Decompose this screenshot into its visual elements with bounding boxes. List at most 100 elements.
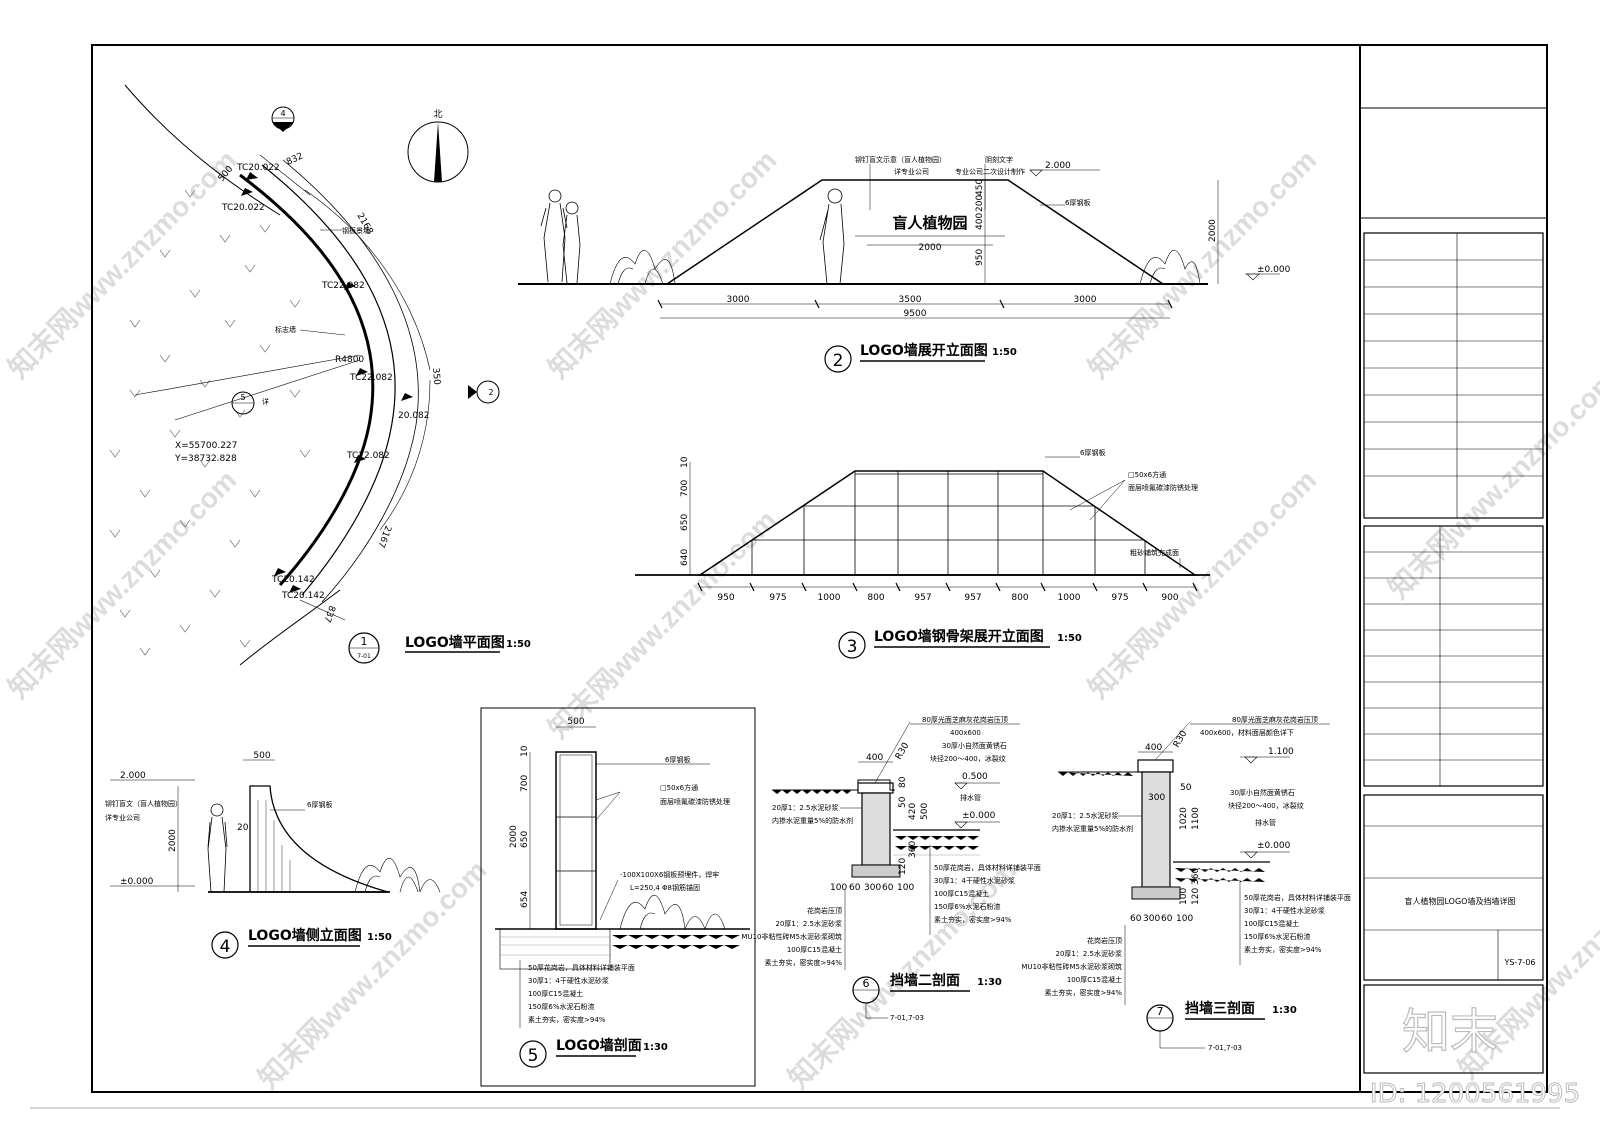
svg-text:800: 800 xyxy=(867,593,884,603)
elev-note: 铆钉盲文示意（盲人植物园） xyxy=(855,155,946,164)
human-figures xyxy=(540,188,845,285)
svg-text:排水管: 排水管 xyxy=(960,793,981,802)
svg-text:420: 420 xyxy=(908,803,918,820)
svg-text:6厚钢板: 6厚钢板 xyxy=(307,800,332,809)
svg-text:20厚1：2.5水泥砂浆: 20厚1：2.5水泥砂浆 xyxy=(776,919,843,928)
wall3-title: 挡墙三剖面 xyxy=(1185,1000,1255,1017)
title-block: 盲人植物园LOGO墙及挡墙详图 YS-7-06 知末 ID: 120056199… xyxy=(1359,45,1581,1110)
watermark-text: 知末网www.znzmo.com xyxy=(1082,463,1323,704)
svg-text:100: 100 xyxy=(1176,914,1193,924)
svg-text:800: 800 xyxy=(1011,593,1028,603)
svg-text:100厚C15混凝土: 100厚C15混凝土 xyxy=(934,889,989,898)
svg-text:1000: 1000 xyxy=(1058,593,1081,603)
svg-text:1:50: 1:50 xyxy=(506,639,531,650)
watermark-text: 知末网www.znzmo.com xyxy=(1082,143,1323,384)
svg-text:975: 975 xyxy=(1111,593,1128,603)
side-elevation: 500 20 2000 2.000 ±0.000 铆钉盲文（盲人植物园） 详专业… xyxy=(105,751,441,959)
svg-text:500: 500 xyxy=(253,751,270,761)
svg-text:0.500: 0.500 xyxy=(962,772,988,782)
plan-coord-x: X=55700.227 xyxy=(175,441,237,451)
svg-text:975: 975 xyxy=(769,593,786,603)
svg-text:700: 700 xyxy=(520,775,530,792)
svg-text:400x600，材料面层颜色详下: 400x600，材料面层颜色详下 xyxy=(1200,728,1294,737)
svg-text:7-01: 7-01 xyxy=(357,653,371,660)
svg-text:7-01,7-03: 7-01,7-03 xyxy=(890,1014,924,1022)
svg-text:957: 957 xyxy=(964,593,981,603)
svg-text:3000: 3000 xyxy=(1074,295,1097,305)
svg-text:30厚1：4干硬性水泥砂浆: 30厚1：4干硬性水泥砂浆 xyxy=(1244,906,1325,915)
svg-text:面层喷氟碳漆防锈处理: 面层喷氟碳漆防锈处理 xyxy=(1128,483,1198,492)
svg-text:MU10非粘性砖M5水泥砂浆砌筑: MU10非粘性砖M5水泥砂浆砌筑 xyxy=(741,932,842,941)
sign-text: 盲人植物园 xyxy=(892,214,967,232)
plan-radius: R4800 xyxy=(335,355,364,365)
svg-text:20厚1：2.5水泥砂浆: 20厚1：2.5水泥砂浆 xyxy=(772,803,839,812)
svg-text:R30: R30 xyxy=(894,741,912,762)
svg-text:素土夯实，密实度>94%: 素土夯实，密实度>94% xyxy=(528,1015,606,1024)
side-title: LOGO墙侧立面图 xyxy=(248,927,362,944)
svg-text:铆钉盲文（盲人植物园）: 铆钉盲文（盲人植物园） xyxy=(105,799,182,808)
retaining-wall-2: 400 R30 80 50 420 500 360 120 100 60 300… xyxy=(741,715,1041,1022)
svg-text:素土夯实，密实度>94%: 素土夯实，密实度>94% xyxy=(765,958,843,967)
svg-text:3000: 3000 xyxy=(727,295,750,305)
plan-coord-y: Y=38732.828 xyxy=(174,454,237,464)
svg-text:4: 4 xyxy=(280,109,285,118)
sheet-border xyxy=(91,44,1548,1093)
svg-text:MU10非粘性砖M5水泥砂浆砌筑: MU10非粘性砖M5水泥砂浆砌筑 xyxy=(1021,962,1122,971)
svg-text:300: 300 xyxy=(864,883,881,893)
svg-text:100厚C15混凝土: 100厚C15混凝土 xyxy=(1244,919,1299,928)
svg-text:1020: 1020 xyxy=(1179,807,1189,830)
plan-title: LOGO墙平面图 xyxy=(405,634,505,651)
planting-pattern xyxy=(109,189,311,656)
shrubs xyxy=(619,894,726,931)
svg-text:详: 详 xyxy=(262,397,269,406)
svg-text:内掺水泥重量5%的防水剂: 内掺水泥重量5%的防水剂 xyxy=(1052,824,1133,833)
svg-text:排水管: 排水管 xyxy=(1255,818,1276,827)
svg-text:30厚1：4干硬性水泥砂浆: 30厚1：4干硬性水泥砂浆 xyxy=(934,876,1015,885)
svg-text:6厚钢板: 6厚钢板 xyxy=(665,755,690,764)
svg-text:50厚花岗岩，具体材料详铺装平面: 50厚花岗岩，具体材料详铺装平面 xyxy=(528,963,635,972)
svg-text:80: 80 xyxy=(898,776,908,788)
svg-text:957: 957 xyxy=(914,593,931,603)
shrubs xyxy=(354,857,441,894)
plan-tc: TC20.142 xyxy=(271,575,315,585)
svg-text:详专业公司: 详专业公司 xyxy=(105,813,140,822)
svg-text:6厚钢板: 6厚钢板 xyxy=(1080,448,1105,457)
svg-text:1: 1 xyxy=(361,635,368,648)
svg-text:50厚花岗岩，具体材料详铺装平面: 50厚花岗岩，具体材料详铺装平面 xyxy=(1244,893,1351,902)
svg-text:-100X100X6钢板预埋件，焊牢: -100X100X6钢板预埋件，焊牢 xyxy=(620,870,719,879)
svg-text:7-01,7-03: 7-01,7-03 xyxy=(1208,1044,1242,1052)
svg-text:±0.000: ±0.000 xyxy=(962,811,996,821)
svg-text:内掺水泥重量5%的防水剂: 内掺水泥重量5%的防水剂 xyxy=(772,816,853,825)
svg-text:3: 3 xyxy=(847,637,858,657)
svg-text:花岗岩压顶: 花岗岩压顶 xyxy=(1087,936,1122,945)
plan-view: TC20.022 TC20.022 TC22.082 TC22.082 TC22… xyxy=(109,84,531,666)
svg-text:素土夯实，密实度>94%: 素土夯实，密实度>94% xyxy=(1045,988,1123,997)
plan-dim: 832 xyxy=(285,151,305,167)
watermark-text: 知末网www.znzmo.com xyxy=(2,463,243,704)
north-label: 北 xyxy=(433,109,442,120)
plan-note-logo: 标志墙 xyxy=(275,325,296,334)
svg-text:100: 100 xyxy=(830,883,847,893)
svg-text:1:30: 1:30 xyxy=(977,977,1002,988)
svg-text:50厚花岗岩，具体材料详铺装平面: 50厚花岗岩，具体材料详铺装平面 xyxy=(934,863,1041,872)
watermark-text: 知末网www.znzmo.com xyxy=(542,143,783,384)
svg-text:1:50: 1:50 xyxy=(367,932,392,943)
svg-text:30厚小自然面黄锈石: 30厚小自然面黄锈石 xyxy=(942,741,1007,750)
svg-text:500: 500 xyxy=(567,717,584,727)
plan-tc: TC22.082 xyxy=(349,373,393,383)
logo-wall-elevation: 盲人植物园 2000 铆钉盲文示意（盲人植物园） 详专业公司 阴刻文字 专业公司… xyxy=(518,155,1291,373)
svg-text:60: 60 xyxy=(1161,914,1173,924)
svg-text:3500: 3500 xyxy=(899,295,922,305)
svg-text:640: 640 xyxy=(680,549,690,566)
svg-text:80厚光面芝麻灰花岗岩压顶: 80厚光面芝麻灰花岗岩压顶 xyxy=(922,715,1008,724)
svg-text:面层喷氟碳漆防锈处理: 面层喷氟碳漆防锈处理 xyxy=(660,797,730,806)
elev-note: 6厚钢板 xyxy=(1065,198,1090,207)
svg-text:L=250,4 Φ8钢筋锚固: L=250,4 Φ8钢筋锚固 xyxy=(630,883,700,892)
svg-text:100: 100 xyxy=(1179,888,1189,905)
svg-text:100厚C15混凝土: 100厚C15混凝土 xyxy=(528,989,583,998)
svg-text:60: 60 xyxy=(882,883,894,893)
watermark-text: 知末网www.znzmo.com xyxy=(252,853,493,1094)
plan-dim: 2167 xyxy=(375,524,392,549)
svg-text:2000: 2000 xyxy=(1208,219,1218,242)
plan-tc: TC22.082 xyxy=(321,281,365,291)
